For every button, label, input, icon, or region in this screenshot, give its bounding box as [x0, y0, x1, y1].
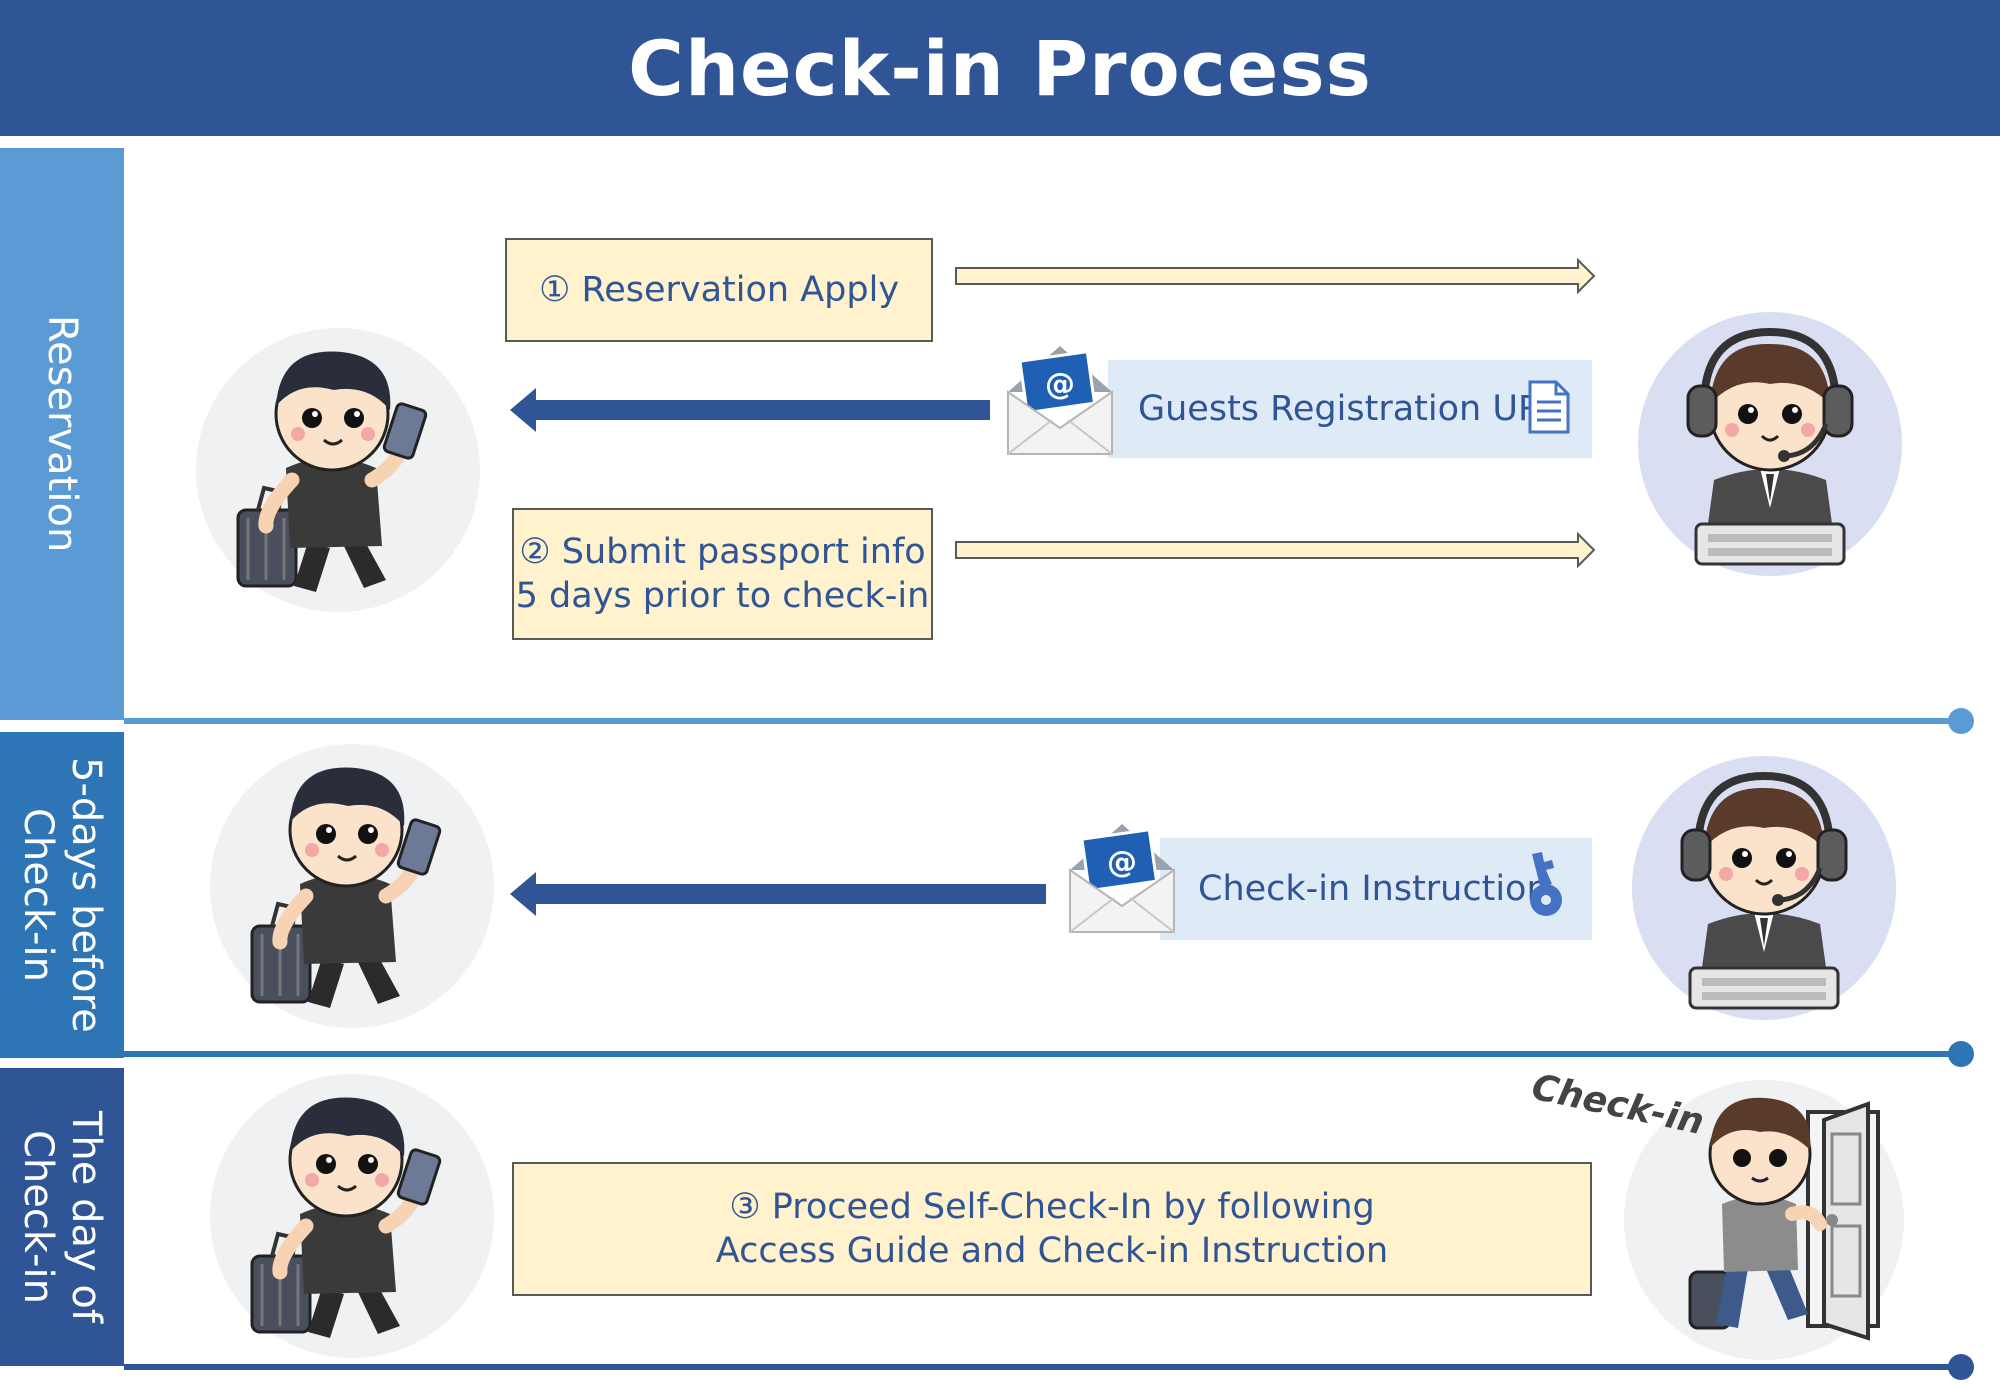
checkin-instruction-band: Check-in Instruction	[1160, 838, 1592, 940]
lane-5-days-before-label: 5-days before Check-in	[15, 757, 109, 1033]
guests-registration-label: Guests Registration URL	[1138, 389, 1562, 429]
lane-reservation-label: Reservation	[39, 315, 85, 553]
arrow-reservation-apply	[955, 257, 1596, 295]
lane-reservation: Reservation	[0, 148, 124, 720]
email-icon-registration	[1006, 344, 1114, 456]
lane-day-of-label: The day of Check-in	[15, 1111, 109, 1323]
timeline-day-of	[124, 1364, 1960, 1370]
step-reservation-apply: ① Reservation Apply	[505, 238, 933, 342]
key-icon	[1530, 852, 1562, 916]
page-title: Check-in Process	[628, 23, 1372, 113]
guest-avatar-reservation	[196, 328, 480, 612]
step-reservation-apply-label: ① Reservation Apply	[538, 270, 900, 310]
timeline-5-days-before-end-dot	[1948, 1041, 1974, 1067]
arrow-submit-passport	[955, 531, 1596, 569]
timeline-5-days-before	[124, 1051, 1960, 1057]
timeline-reservation-end-dot	[1948, 708, 1974, 734]
lane-5-days-before: 5-days before Check-in	[0, 732, 124, 1058]
staff-avatar-reservation	[1638, 312, 1902, 576]
step-submit-passport-label: ② Submit passport info 5 days prior to c…	[515, 532, 930, 616]
arrow-checkin-instruction-return	[510, 872, 1046, 916]
checkin-door-avatar	[1624, 1080, 1904, 1360]
step-self-checkin: ③ Proceed Self-Check-In by following Acc…	[512, 1162, 1592, 1296]
document-icon	[1528, 380, 1570, 434]
guest-avatar-day-of	[210, 1074, 494, 1358]
checkin-instruction-label: Check-in Instruction	[1198, 869, 1549, 909]
timeline-reservation	[124, 718, 1960, 724]
arrow-guests-registration-return	[510, 388, 990, 432]
staff-avatar-5-days	[1632, 756, 1896, 1020]
guest-avatar-5-days	[210, 744, 494, 1028]
header-bar: Check-in Process	[0, 0, 2000, 136]
checkin-door-sign: Check-in	[1528, 1067, 1707, 1143]
email-icon-instruction	[1068, 822, 1176, 934]
timeline-day-of-end-dot	[1948, 1354, 1974, 1380]
lane-day-of: The day of Check-in	[0, 1068, 124, 1366]
guests-registration-band: Guests Registration URL	[1108, 360, 1592, 458]
step-self-checkin-label: ③ Proceed Self-Check-In by following Acc…	[715, 1187, 1389, 1271]
step-submit-passport: ② Submit passport info 5 days prior to c…	[512, 508, 933, 640]
